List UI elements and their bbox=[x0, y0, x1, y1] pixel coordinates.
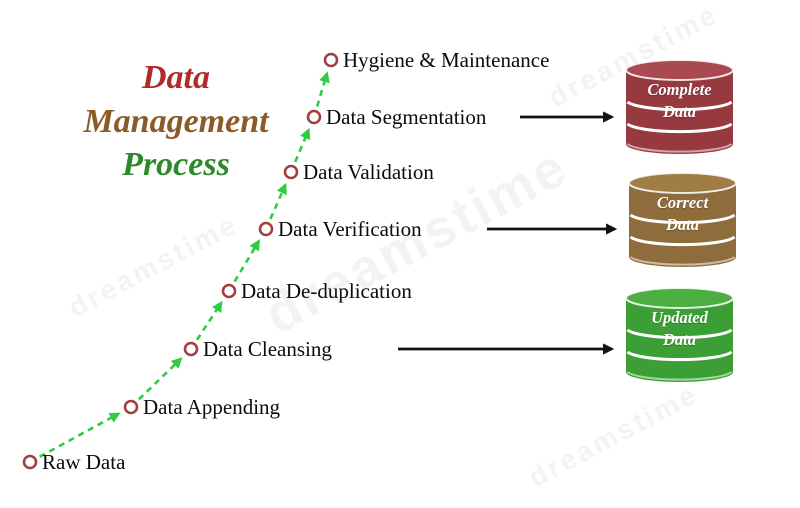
step-marker-icon bbox=[183, 341, 199, 357]
step-marker-icon bbox=[258, 221, 274, 237]
database-cylinder-icon bbox=[628, 172, 737, 267]
step-label-data-appending: Data Appending bbox=[143, 395, 281, 419]
title-word-data: Data bbox=[142, 59, 210, 96]
step-label-data-validation: Data Validation bbox=[303, 160, 434, 184]
step-label-data-de-duplication: Data De-duplication bbox=[241, 279, 412, 303]
step-marker-icon bbox=[123, 399, 139, 415]
flow-arrow-icon bbox=[315, 71, 330, 107]
cylinder-updated-label-line2: Data bbox=[663, 330, 696, 349]
cylinder-correct-label-line1: Correct bbox=[656, 193, 709, 212]
cylinder-correct-label-line2: Data bbox=[666, 215, 699, 234]
flow-arrow-icon bbox=[294, 127, 311, 163]
database-cylinder-icon bbox=[625, 287, 734, 382]
diagram-title: Data Management Process bbox=[36, 56, 316, 187]
title-word-management: Management bbox=[83, 102, 269, 140]
cylinder-updated-label-line1: Updated bbox=[651, 308, 708, 327]
cylinder-complete-label-line2: Data bbox=[663, 102, 696, 121]
step-marker-icon bbox=[323, 52, 339, 68]
step-label-data-verification: Data Verification bbox=[278, 217, 422, 241]
database-cylinder-icon bbox=[625, 59, 734, 154]
flow-arrow-icon bbox=[138, 357, 183, 401]
flow-arrow-icon bbox=[39, 412, 121, 458]
step-label-raw-data: Raw Data bbox=[42, 450, 126, 474]
step-marker-icon bbox=[283, 164, 299, 180]
flow-arrow-icon bbox=[269, 182, 287, 220]
step-label-data-cleansing: Data Cleansing bbox=[203, 337, 332, 361]
flow-arrow-icon bbox=[233, 239, 260, 283]
cylinder-complete-label-line1: Complete bbox=[647, 80, 712, 99]
step-label-data-segmentation: Data Segmentation bbox=[326, 105, 487, 129]
step-marker-icon bbox=[306, 109, 322, 125]
title-word-process: Process bbox=[122, 146, 230, 184]
step-marker-icon bbox=[221, 283, 237, 299]
step-marker-icon bbox=[22, 454, 38, 470]
step-label-hygiene-maintenance: Hygiene & Maintenance bbox=[343, 48, 550, 72]
flow-arrow-icon bbox=[195, 300, 223, 341]
